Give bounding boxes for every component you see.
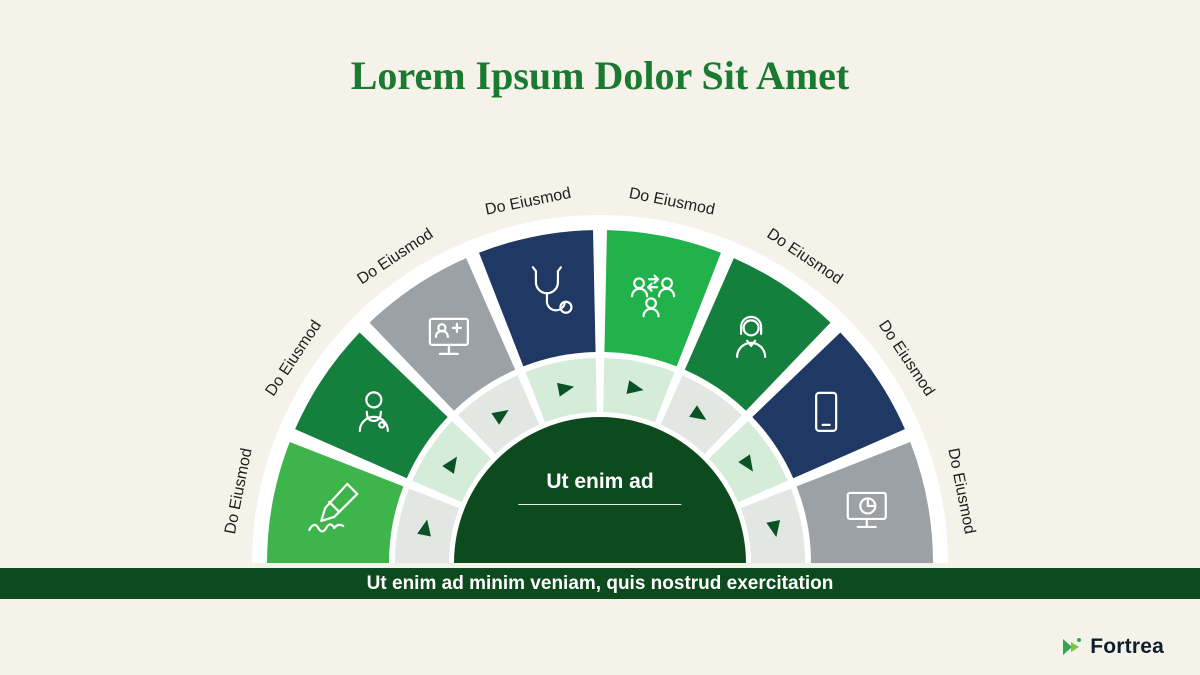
segment-label: Do Eiusmod (222, 447, 256, 536)
stethoscope-icon (531, 266, 573, 314)
direction-arrow-icon (417, 519, 431, 537)
segment-label: Do Eiusmod (484, 185, 573, 219)
direction-arrow-icon (689, 405, 707, 420)
segment-wedge (752, 332, 905, 479)
brand-text: Fortrea (1090, 635, 1164, 658)
direction-arrow-icon (738, 454, 754, 472)
segment-wedge (295, 332, 448, 479)
brand-icon (1063, 638, 1082, 655)
slide-title: Lorem Ipsum Dolor Sit Amet (350, 53, 850, 98)
direction-arrow-icon (491, 409, 509, 425)
segment-wedge (604, 230, 721, 367)
direction-arrow-icon (557, 382, 575, 397)
doctor-icon (358, 391, 389, 432)
segment-wedge (267, 442, 404, 563)
hub (454, 417, 746, 563)
brand-logo: Fortrea (1059, 635, 1164, 659)
segment-label: Do Eiusmod (944, 447, 978, 536)
footer-bar: Ut enim ad minim veniam, quis nostrud ex… (0, 568, 1200, 599)
mobile-icon (815, 391, 838, 432)
monitor-chart-icon (846, 491, 887, 529)
direction-arrow-icon (626, 380, 644, 394)
monitor-medical-icon (428, 317, 469, 355)
people-arrows-icon (630, 274, 676, 318)
segment-wedge (479, 230, 596, 367)
hub-label: Ut enim ad (518, 470, 682, 505)
direction-arrow-icon (766, 520, 781, 538)
pen-icon (308, 482, 359, 533)
segment-wedge (684, 258, 831, 411)
segment-wedge (796, 442, 933, 563)
direction-arrow-icon (442, 456, 457, 474)
nurse-icon (736, 315, 767, 358)
segment-wedge (369, 258, 516, 411)
footer-text: Ut enim ad minim veniam, quis nostrud ex… (366, 572, 834, 594)
segment-label: Do Eiusmod (627, 185, 716, 219)
